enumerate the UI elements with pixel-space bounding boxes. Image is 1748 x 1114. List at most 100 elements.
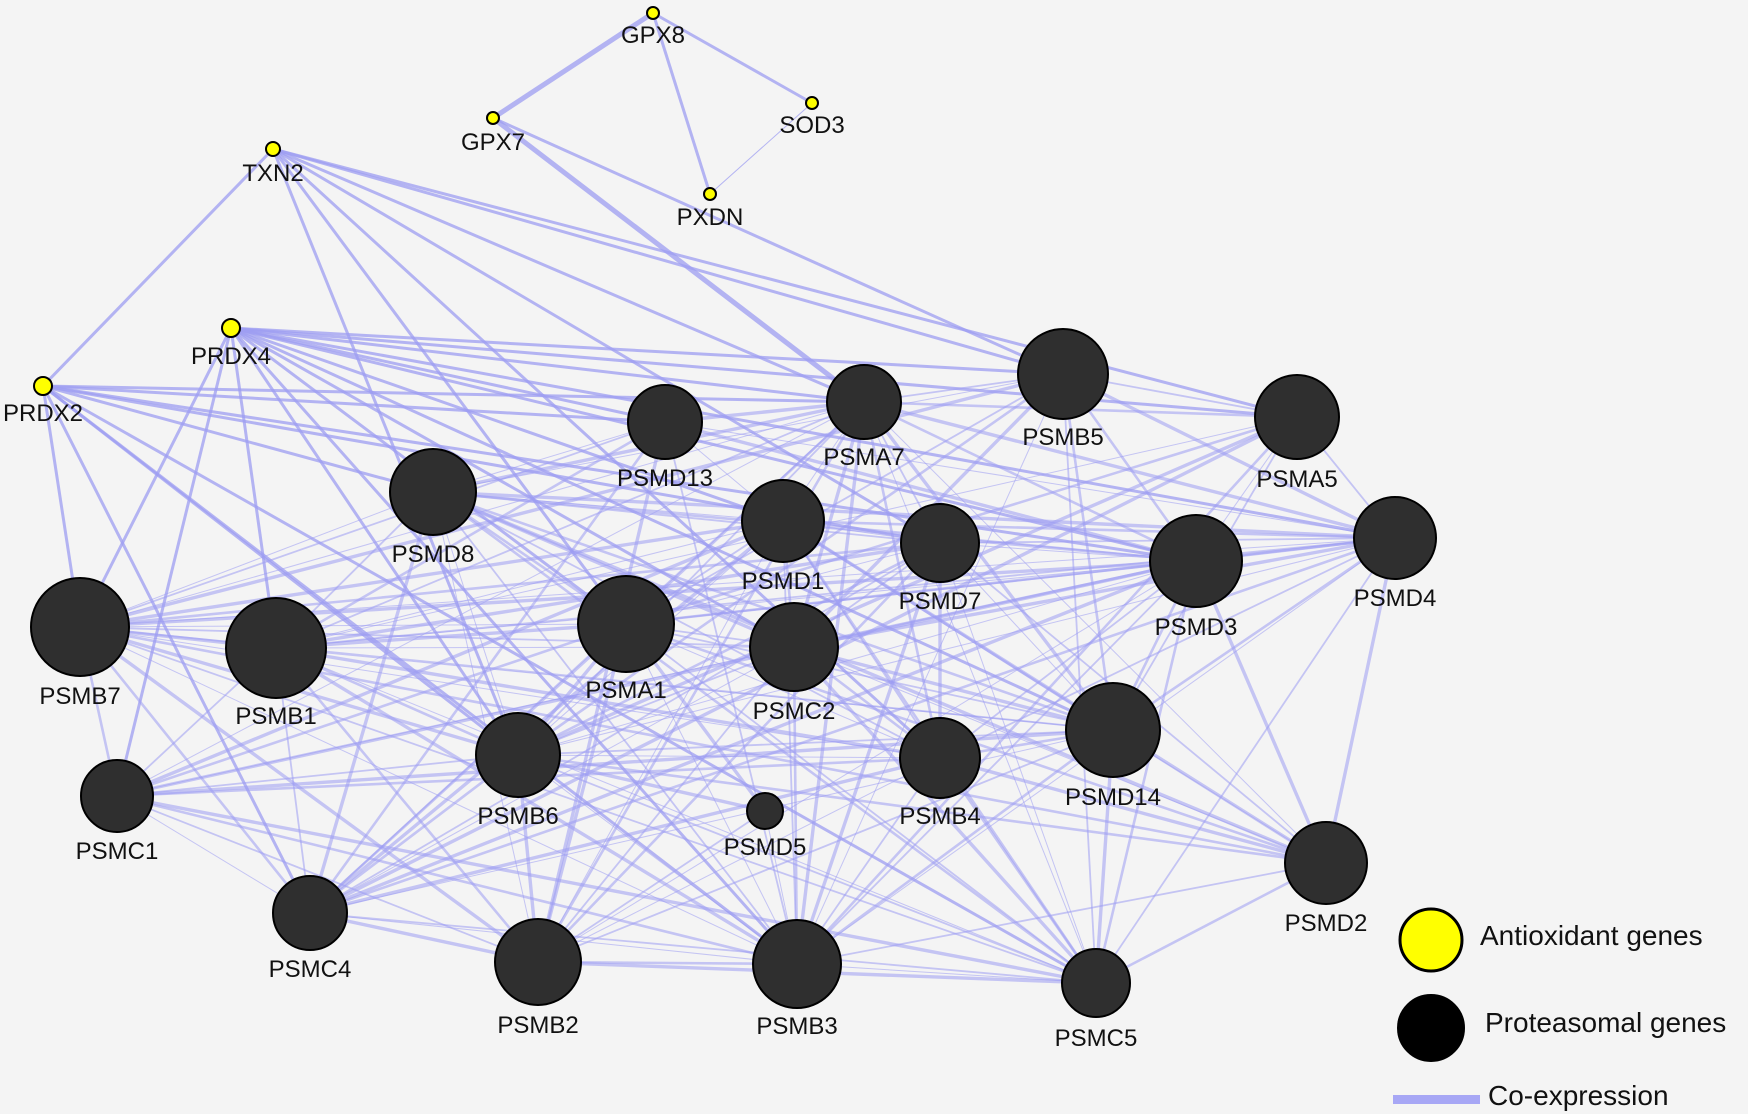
node-label-psma1: PSMA1 <box>585 677 666 704</box>
node-psma5[interactable]: PSMA5 <box>1254 374 1340 493</box>
node-circle-psmd4[interactable] <box>1353 496 1437 580</box>
node-circle-prdx4[interactable] <box>221 318 241 338</box>
node-label-psmd5: PSMD5 <box>724 834 807 861</box>
edge-psmb6-psmd2 <box>517 753 1327 865</box>
edge-psmd1-psmb1 <box>275 520 784 649</box>
edge-psmb7-psma1 <box>79 623 627 628</box>
node-label-psmb2: PSMB2 <box>497 1012 578 1039</box>
node-pxdn[interactable]: PXDN <box>677 187 744 231</box>
node-circle-psmd7[interactable] <box>900 503 980 583</box>
node-circle-psmb4[interactable] <box>899 717 981 799</box>
node-psmd14[interactable]: PSMD14 <box>1065 682 1161 811</box>
node-circle-psmb5[interactable] <box>1017 328 1109 420</box>
node-gpx8[interactable]: GPX8 <box>621 6 685 49</box>
edge-psmb6-psmc4 <box>309 753 519 915</box>
node-circle-psmd3[interactable] <box>1149 514 1243 608</box>
node-psmd4[interactable]: PSMD4 <box>1353 496 1437 612</box>
node-gpx7[interactable]: GPX7 <box>461 111 525 156</box>
edge-gpx8-sod3 <box>652 11 813 105</box>
edge-prdx2-psmc5 <box>42 384 1097 985</box>
edge-psmb1-psmb3 <box>275 646 798 966</box>
node-label-gpx7: GPX7 <box>461 129 525 156</box>
node-psmc2[interactable]: PSMC2 <box>749 602 839 725</box>
edge-txn2-psma5 <box>272 147 1298 419</box>
node-psmd3[interactable]: PSMD3 <box>1149 514 1243 641</box>
node-circle-psmc5[interactable] <box>1061 948 1131 1018</box>
edge-psmb7-psmb4 <box>79 626 941 759</box>
node-label-psmd4: PSMD4 <box>1354 585 1437 612</box>
node-psmb2[interactable]: PSMB2 <box>494 918 582 1039</box>
node-psmb3[interactable]: PSMB3 <box>752 919 842 1040</box>
node-circle-psmd5[interactable] <box>746 792 784 830</box>
node-psmb6[interactable]: PSMB6 <box>475 712 561 830</box>
edge-prdx4-psmd13 <box>230 326 666 424</box>
node-circle-sod3[interactable] <box>805 96 819 110</box>
edge-psmd3-psmc4 <box>309 559 1197 915</box>
node-psmc1[interactable]: PSMC1 <box>76 759 159 865</box>
node-circle-psmd1[interactable] <box>741 479 825 563</box>
edge-psmb1-psmc5 <box>275 647 1097 984</box>
edge-psmd3-psmb3 <box>796 560 1197 965</box>
node-psma7[interactable]: PSMA7 <box>823 364 905 471</box>
edge-prdx2-psmd3 <box>42 384 1197 563</box>
edge-psmd1-psmc1 <box>116 519 784 798</box>
node-circle-gpx7[interactable] <box>486 111 500 125</box>
edge-psmb1-psmb2 <box>275 647 539 963</box>
edge-prdx4-psmb1 <box>229 327 278 649</box>
node-circle-psma7[interactable] <box>826 364 902 440</box>
node-prdx4[interactable]: PRDX4 <box>191 318 271 370</box>
edge-psmd2-psmc5 <box>1095 861 1327 985</box>
node-circle-psmc1[interactable] <box>80 759 154 833</box>
edge-gpx7-psma7 <box>491 116 866 404</box>
node-label-psmb1: PSMB1 <box>235 703 316 730</box>
edge-psmb1-psmc2 <box>275 646 795 649</box>
edge-psma1-psmb3 <box>625 623 798 965</box>
node-psmd1[interactable]: PSMD1 <box>741 479 825 595</box>
node-txn2[interactable]: TXN2 <box>242 141 304 187</box>
node-psmc5[interactable]: PSMC5 <box>1055 948 1138 1052</box>
node-circle-psmb3[interactable] <box>752 919 842 1009</box>
node-circle-psmb2[interactable] <box>494 918 582 1006</box>
edge-prdx4-psmd1 <box>230 326 784 523</box>
node-circle-psmb7[interactable] <box>30 577 130 677</box>
node-psmb7[interactable]: PSMB7 <box>30 577 130 710</box>
edge-psma1-psmc5 <box>625 623 1097 984</box>
node-label-psmb5: PSMB5 <box>1022 424 1103 451</box>
edge-psmd13-psmb7 <box>79 421 666 628</box>
edge-psmb6-psmc5 <box>517 754 1097 984</box>
node-circle-psmb1[interactable] <box>225 597 327 699</box>
node-circle-psmd2[interactable] <box>1284 821 1368 905</box>
node-label-psmc5: PSMC5 <box>1055 1025 1138 1052</box>
node-circle-prdx2[interactable] <box>33 376 53 396</box>
edge-psmd8-psmb7 <box>79 491 434 628</box>
node-circle-psmd8[interactable] <box>389 448 477 536</box>
edge-layer <box>41 10 1397 985</box>
node-psmd2[interactable]: PSMD2 <box>1284 821 1368 937</box>
node-psma1[interactable]: PSMA1 <box>577 575 675 704</box>
node-psmb4[interactable]: PSMB4 <box>899 717 981 830</box>
node-circle-psmc4[interactable] <box>272 875 348 951</box>
node-psmb5[interactable]: PSMB5 <box>1017 328 1109 451</box>
node-circle-pxdn[interactable] <box>703 187 717 201</box>
edge-psmc1-psmb6 <box>116 754 519 797</box>
edge-psmd8-psmc4 <box>308 491 435 914</box>
node-circle-txn2[interactable] <box>265 141 281 157</box>
node-psmd8[interactable]: PSMD8 <box>389 448 477 568</box>
node-sod3[interactable]: SOD3 <box>779 96 845 139</box>
node-circle-psmd13[interactable] <box>627 384 703 460</box>
node-psmd13[interactable]: PSMD13 <box>617 384 713 492</box>
node-label-psmc2: PSMC2 <box>753 698 836 725</box>
edge-psma7-psmd3 <box>863 400 1197 563</box>
node-label-psma7: PSMA7 <box>823 444 904 471</box>
node-circle-psmd14[interactable] <box>1065 682 1161 778</box>
node-psmd7[interactable]: PSMD7 <box>899 503 982 615</box>
node-circle-gpx8[interactable] <box>646 6 660 20</box>
node-prdx2[interactable]: PRDX2 <box>3 376 83 427</box>
node-circle-psma5[interactable] <box>1254 374 1340 460</box>
node-circle-psmc2[interactable] <box>749 602 839 692</box>
node-circle-psmb6[interactable] <box>475 712 561 798</box>
node-psmb1[interactable]: PSMB1 <box>225 597 327 730</box>
node-psmc4[interactable]: PSMC4 <box>269 875 352 983</box>
node-psmd5[interactable]: PSMD5 <box>724 792 807 861</box>
node-circle-psma1[interactable] <box>577 575 675 673</box>
